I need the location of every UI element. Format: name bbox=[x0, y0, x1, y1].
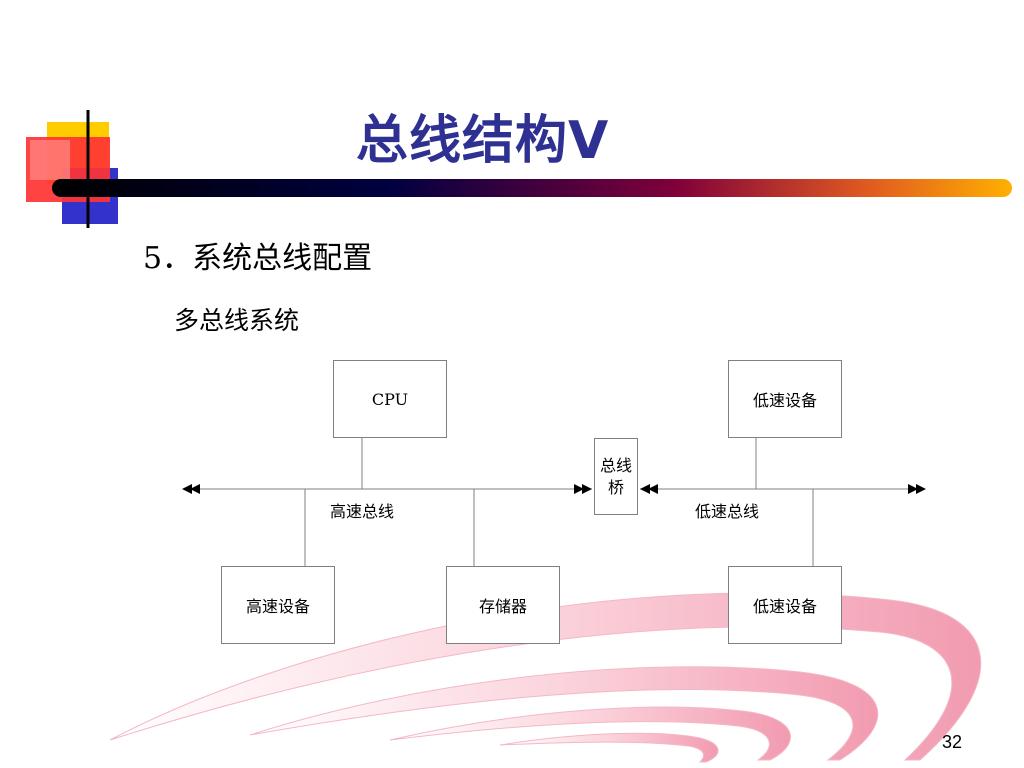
arrow-bridge-left-1 bbox=[582, 484, 592, 494]
low-speed-device-bottom-box: 低速设备 bbox=[728, 566, 842, 644]
slide-title: 总线结构Ⅴ bbox=[356, 111, 610, 171]
page-number: 32 bbox=[942, 732, 963, 752]
arrow-left-end-2 bbox=[190, 484, 200, 494]
arrow-left-end-1 bbox=[182, 484, 192, 494]
arrow-bridge-right-2 bbox=[648, 484, 658, 494]
swoosh-arc-2 bbox=[249, 666, 879, 761]
bullet-system-bus-config: 5．系统总线配置 bbox=[143, 241, 373, 276]
high-speed-device-box: 高速设备 bbox=[221, 566, 335, 644]
swoosh-arc-4 bbox=[499, 732, 719, 763]
arrow-bridge-left-2 bbox=[574, 484, 584, 494]
swoosh-arc-3 bbox=[389, 706, 791, 761]
deco-red-highlight bbox=[30, 140, 70, 180]
arrow-right-end-2 bbox=[908, 484, 918, 494]
memory-box: 存储器 bbox=[446, 566, 560, 644]
low-speed-bus-label: 低速总线 bbox=[695, 502, 760, 521]
arrow-bridge-right-1 bbox=[640, 484, 650, 494]
subbullet-multi-bus: 多总线系统 bbox=[174, 306, 300, 335]
title-underline-bar bbox=[52, 179, 1012, 197]
low-speed-device-top-box: 低速设备 bbox=[728, 360, 842, 438]
cpu-box: CPU bbox=[333, 360, 447, 438]
arrow-right-end-1 bbox=[916, 484, 926, 494]
bus-bridge-box: 总线桥 bbox=[594, 438, 638, 515]
high-speed-bus-label: 高速总线 bbox=[330, 502, 395, 521]
